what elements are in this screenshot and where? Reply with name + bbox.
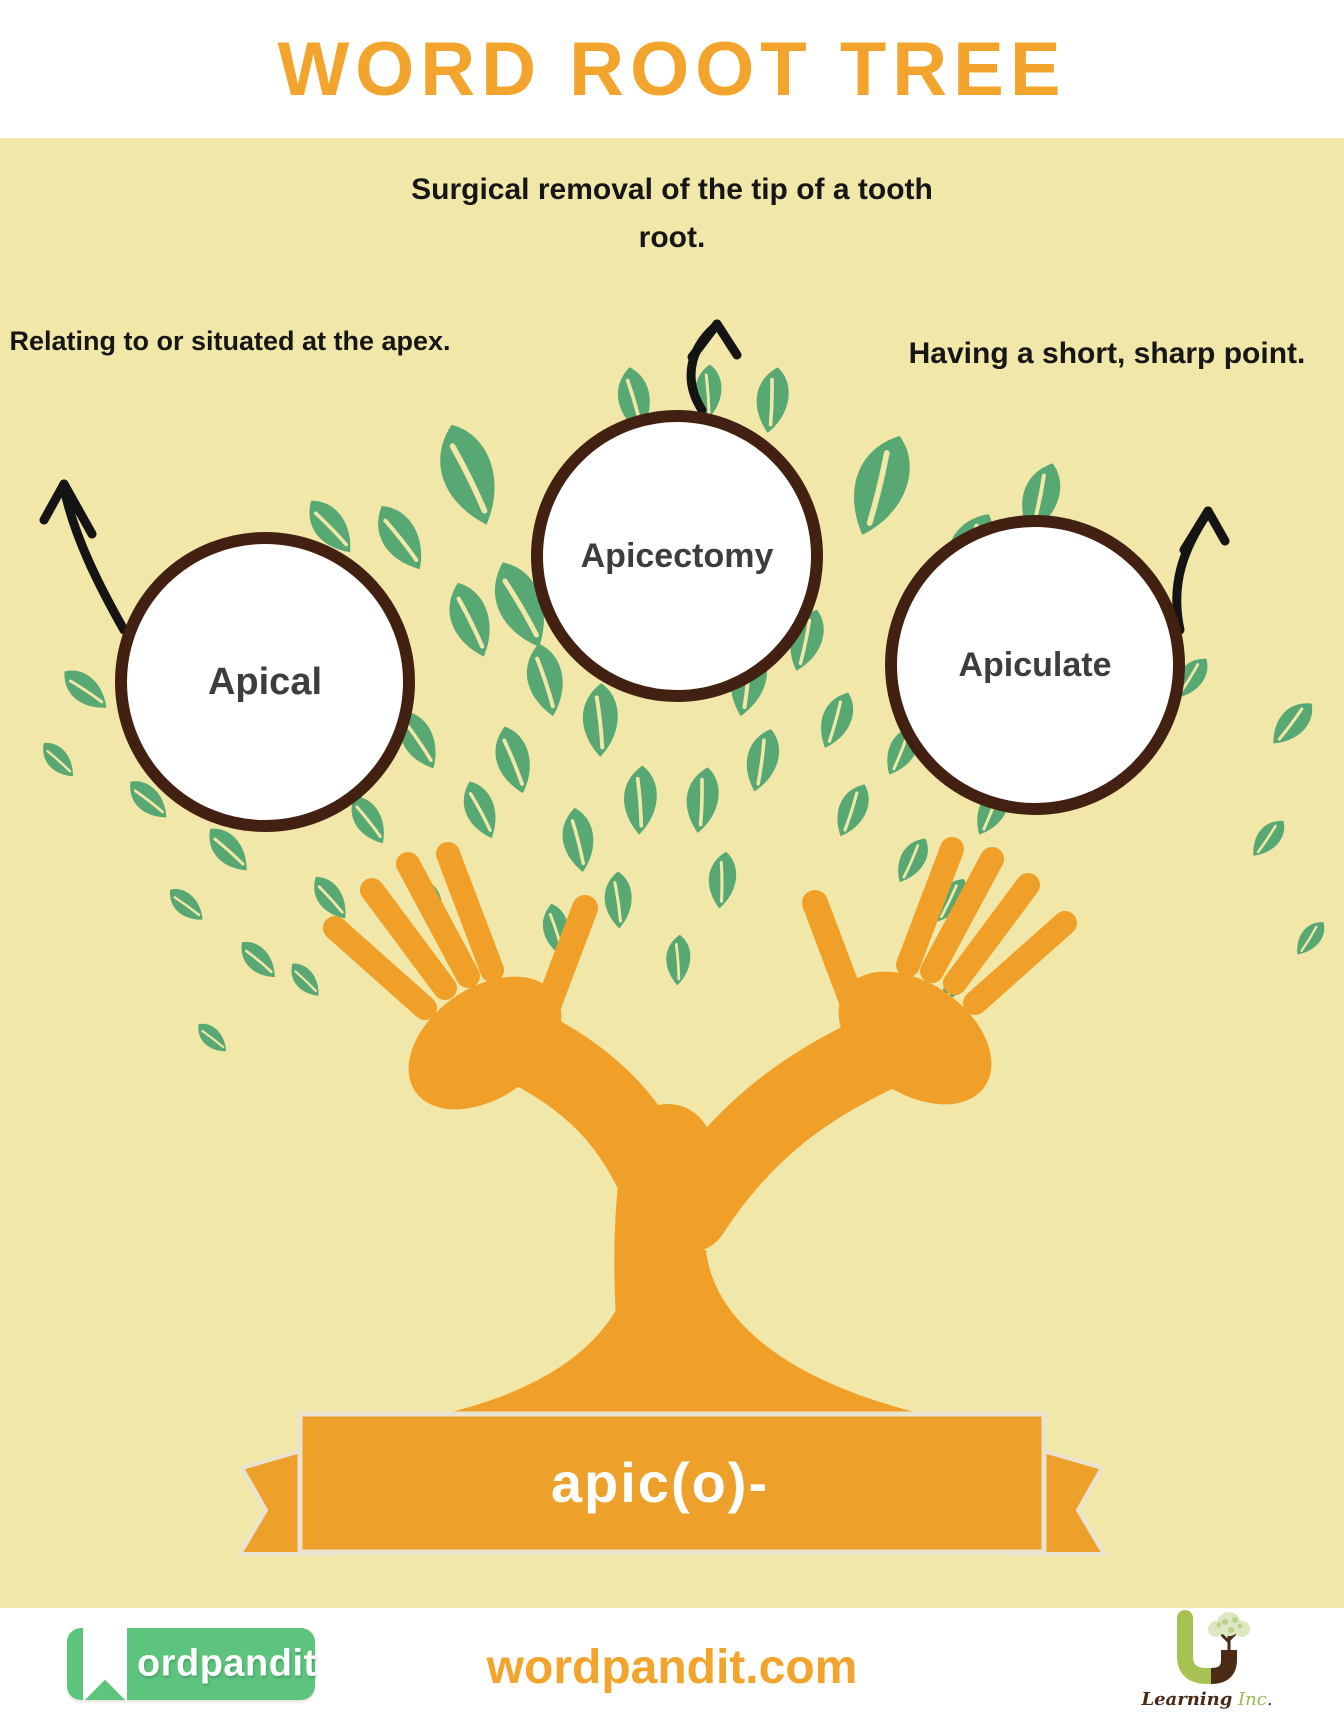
word-circle-apical: Apical: [115, 532, 415, 832]
right-hand-fingers: [896, 837, 1077, 1015]
ribbon-banner: [236, 1411, 1108, 1556]
definition-apicectomy: Surgical removal of the tip of a tooth r…: [411, 173, 933, 254]
learning-inc-logo: Learning Inc.: [1132, 1610, 1282, 1710]
arrows: [39, 319, 1230, 635]
definition-apiculate: Having a short, sharp point.: [908, 337, 1306, 370]
main-canvas: Surgical removal of the tip of a tooth r…: [0, 138, 1344, 1608]
tree-illustration: [34, 319, 1333, 1556]
partner-period: .: [1266, 1689, 1273, 1710]
root-prefix-label: apic(o)-: [550, 1451, 770, 1514]
word-apicectomy: Apicectomy: [580, 536, 774, 575]
definition-apical: Relating to or situated at the apex.: [9, 326, 451, 356]
wordpandit-logo: ordpandit: [67, 1616, 317, 1702]
learning-inc-wordmark: Learning Inc.: [1132, 1689, 1282, 1710]
word-apiculate: Apiculate: [958, 645, 1112, 684]
wordpandit-logo-text: ordpandit: [137, 1642, 317, 1685]
word-circle-apiculate: Apiculate: [885, 515, 1185, 815]
page-title: WORD ROOT TREE: [277, 26, 1067, 112]
header: WORD ROOT TREE: [0, 0, 1344, 138]
footer: ordpandit wordpandit.com Learning: [0, 1608, 1344, 1728]
arrow-apicectomy: [686, 319, 742, 415]
arrow-apiculate: [1172, 506, 1230, 635]
tree-trunk-hands: [323, 837, 1077, 1467]
arrow-apical: [39, 479, 129, 635]
ribbon-body: [297, 1411, 1047, 1555]
partner-name: Learning: [1141, 1689, 1233, 1710]
word-circle-apicectomy: Apicectomy: [531, 410, 823, 702]
left-hand-fingers: [323, 842, 504, 1020]
learning-inc-tree-icon: [1177, 1610, 1250, 1684]
partner-suffix: Inc: [1238, 1689, 1267, 1710]
site-url: wordpandit.com: [486, 1641, 858, 1694]
word-apical: Apical: [207, 660, 323, 703]
